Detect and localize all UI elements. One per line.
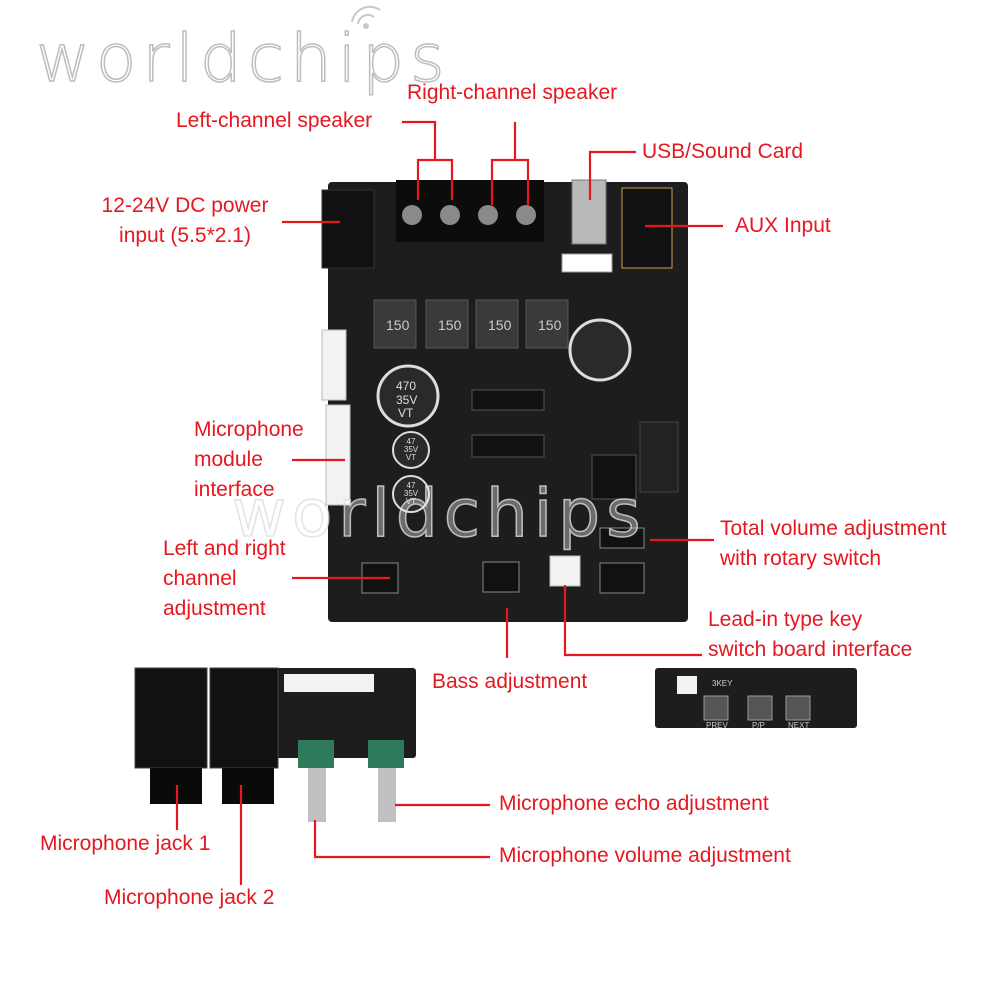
wifi-icon: [351, 5, 381, 29]
mic-connector: [321, 329, 347, 401]
label-lr-line1: Left and right: [163, 537, 286, 560]
svg-text:3KEY: 3KEY: [712, 679, 733, 688]
svg-text:150: 150: [488, 317, 512, 333]
mic-jacks: [134, 667, 279, 804]
svg-text:PREV: PREV: [706, 721, 728, 730]
svg-text:150: 150: [386, 317, 410, 333]
label-dc-power: 12-24V DC power input (5.5*2.1): [80, 191, 290, 251]
label-total-volume-line1: Total volume adjustment: [720, 517, 947, 540]
svg-text:35V: 35V: [396, 393, 417, 407]
watermark-overlay: worldchips: [231, 474, 647, 553]
label-mic-module-line2: module: [194, 448, 263, 471]
label-mic-module-line3: interface: [194, 478, 275, 501]
svg-text:150: 150: [438, 317, 462, 333]
label-lr-adjust: Left and right channel adjustment: [163, 534, 286, 624]
svg-text:150: 150: [538, 317, 562, 333]
label-lead-in-line2: switch board interface: [708, 638, 913, 661]
label-mic-module-line1: Microphone: [194, 418, 304, 441]
label-mic-volume: Microphone volume adjustment: [499, 844, 791, 867]
label-dc-power-line2: input (5.5*2.1): [119, 224, 251, 247]
label-lead-in: Lead-in type key switch board interface: [708, 605, 912, 665]
svg-text:P/P: P/P: [752, 721, 765, 730]
label-mic-jack-1: Microphone jack 1: [40, 832, 211, 855]
label-mic-jack-2: Microphone jack 2: [104, 886, 275, 909]
label-mic-module: Microphone module interface: [194, 415, 304, 505]
small-capacitor-2-marking: 47 35V VT: [403, 481, 419, 506]
potentiometers: [298, 740, 404, 822]
svg-text:470: 470: [396, 379, 416, 393]
svg-text:NEXT: NEXT: [788, 721, 809, 730]
label-lr-line3: adjustment: [163, 597, 266, 620]
label-left-speaker: Left-channel speaker: [176, 109, 373, 132]
label-lr-line2: channel: [163, 567, 237, 590]
small-capacitor-1-marking: 47 35V VT: [403, 437, 419, 462]
svg-text:VT: VT: [398, 406, 414, 420]
label-total-volume: Total volume adjustment with rotary swit…: [720, 514, 946, 574]
label-total-volume-line2: with rotary switch: [720, 547, 882, 570]
aux-jack: [621, 187, 673, 269]
label-mic-echo: Microphone echo adjustment: [499, 792, 769, 815]
label-dc-power-line1: 12-24V DC power: [101, 194, 269, 217]
dc-jack: [321, 189, 375, 269]
speaker-terminals: [396, 180, 544, 242]
label-right-speaker: Right-channel speaker: [407, 81, 618, 104]
label-bass: Bass adjustment: [432, 670, 588, 693]
watermark-logo: worldchips: [35, 19, 451, 98]
label-aux: AUX Input: [735, 214, 831, 237]
label-usb: USB/Sound Card: [642, 140, 804, 163]
label-lead-in-line1: Lead-in type key: [708, 608, 863, 631]
leader-lines: [175, 120, 723, 885]
